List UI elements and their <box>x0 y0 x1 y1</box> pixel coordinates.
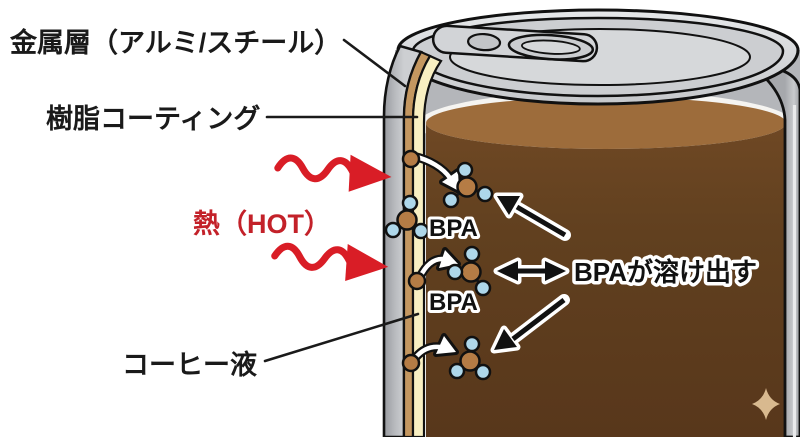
label-resin-coating: 樹脂コーティング <box>46 103 260 134</box>
heat-arrow-top <box>274 154 392 192</box>
leader-coffee-liquid <box>263 312 420 363</box>
bpa-molecule-on-wall <box>384 194 430 240</box>
heat-arrow-bottom <box>271 242 389 281</box>
resin-cream-strip <box>411 54 443 437</box>
leach-arrow-up <box>493 192 571 241</box>
bpa-wall-dot-1 <box>401 149 421 169</box>
sparkle-icon <box>752 388 780 420</box>
left-wall-cutaway <box>382 44 443 437</box>
leader-metal-layer <box>342 38 407 88</box>
coffee-surface <box>426 97 786 149</box>
label-bpa-mid: BPA <box>429 289 478 316</box>
label-bpa-top: BPA <box>429 215 478 242</box>
leach-arrow-down <box>490 294 570 354</box>
label-coffee-liquid: コーヒー液 <box>122 350 257 380</box>
bpa-wall-dot-3 <box>401 353 421 373</box>
label-bpa-leach: BPAが溶け出す <box>574 257 757 287</box>
pull-tab <box>431 24 599 63</box>
label-heat: 熱（HOT） <box>193 209 331 239</box>
bpa-wall-dot-2 <box>407 271 427 291</box>
bpa-molecule-free-bottom <box>448 335 492 381</box>
label-metal-layer: 金属層（アルミ/スチール） <box>9 27 341 58</box>
release-arrow-3 <box>411 333 459 362</box>
leach-arrow-double <box>493 257 570 285</box>
can-lid <box>396 8 800 106</box>
bpa-molecule-free-mid <box>446 245 492 297</box>
bpa-molecule-free-top <box>442 161 494 209</box>
